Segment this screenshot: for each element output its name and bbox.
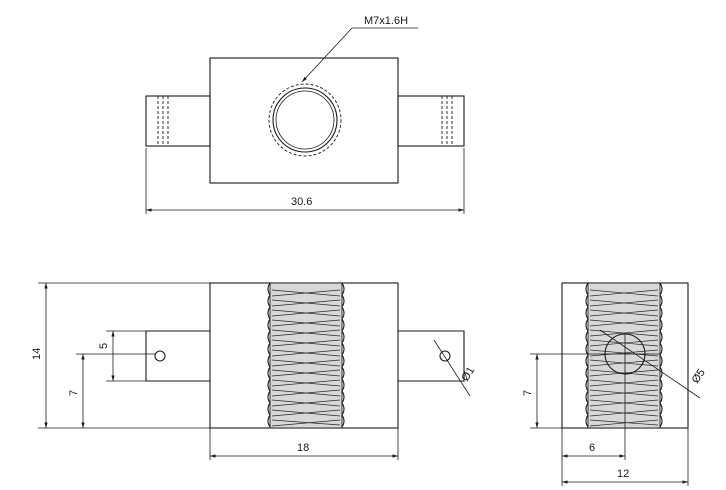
front-width-label: 18 [297,442,309,454]
side-thread-band [587,282,661,429]
front-height-label: 14 [31,348,43,360]
top-left-pin [145,95,211,147]
top-bore-circle [272,87,338,153]
side-offset-label: 6 [589,442,595,454]
front-pin-height-label: 7 [68,390,80,396]
top-body [209,57,399,184]
thread-callout-label: M7x1.6H [364,15,408,27]
side-view: Ø5 7 6 12 [522,282,708,486]
side-bore-label: Ø5 [690,367,708,386]
front-right-pin-hole [439,350,451,362]
front-slot-label: 5 [98,343,110,349]
top-thread-circle [268,83,342,157]
side-width-label: 12 [617,468,629,480]
top-view: M7x1.6H 30.6 [145,15,465,214]
side-height-label: 7 [522,390,534,396]
front-left-pin-hole [154,350,166,362]
front-view: Ø1 14 5 7 18 [31,282,477,460]
top-right-pin [397,95,465,147]
top-width-label: 30.6 [291,196,312,208]
